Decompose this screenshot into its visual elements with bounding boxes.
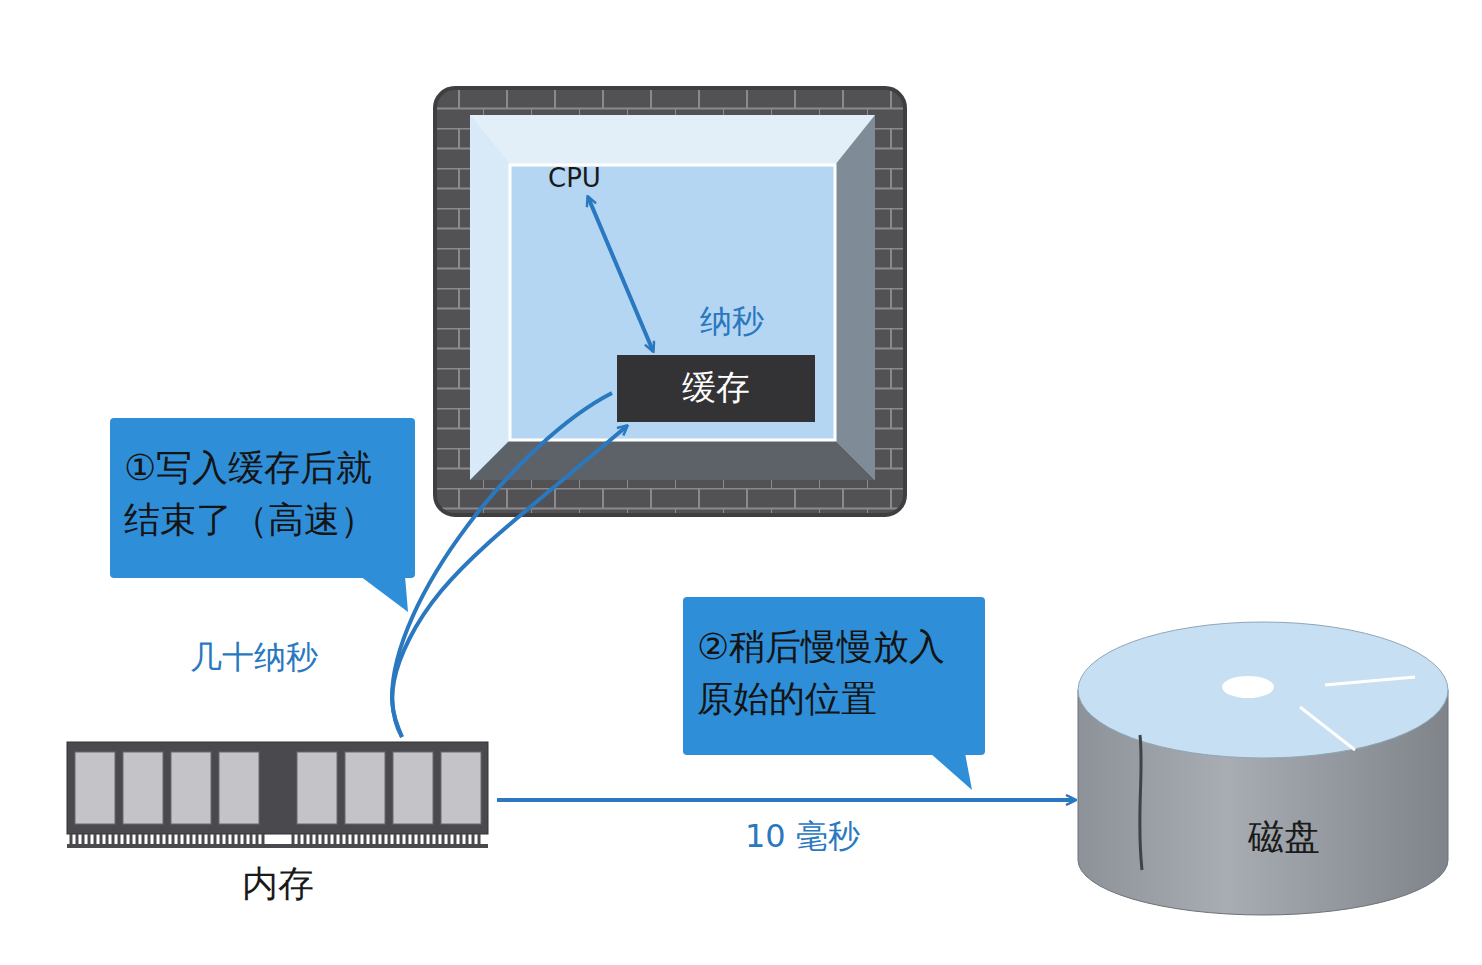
disk-top: [1078, 622, 1448, 758]
disk-text: 磁盘: [1248, 813, 1455, 862]
memory-chip: [219, 752, 259, 824]
disk: 磁盘: [1070, 615, 1455, 925]
edge-label: 10 毫秒: [745, 815, 860, 859]
callout-bubble-text: ②稍后慢慢放入原始的位置: [697, 621, 973, 725]
memory-chip: [441, 752, 481, 824]
callout-bubble: ②稍后慢慢放入原始的位置: [683, 597, 985, 755]
memory-chip: [171, 752, 211, 824]
memory-board: [67, 742, 488, 834]
memory-chip: [297, 752, 337, 824]
callout-bubble-text: ①写入缓存后就结束了（高速）: [124, 442, 403, 546]
cache-box: 缓存: [617, 355, 815, 422]
cache-box-text: 缓存: [625, 365, 807, 411]
connector-arrow: [497, 798, 1075, 802]
memory-stick: [65, 740, 490, 852]
callout-tail: [360, 576, 408, 612]
memory-chip: [123, 752, 163, 824]
disk-drawing: [1070, 615, 1455, 925]
cpu-chip: [435, 88, 905, 515]
disk-seam: [1140, 735, 1142, 870]
memory-chip: [75, 752, 115, 824]
loop-stroke: [392, 393, 612, 737]
disk-hole: [1222, 676, 1274, 698]
memory-edge: [67, 844, 488, 848]
disk-label-holder: 磁盘: [1070, 615, 1455, 862]
edge-label: 纳秒: [700, 300, 764, 344]
memory-module: 内存: [65, 740, 490, 909]
callout-tail: [930, 753, 972, 790]
edge-label: 几十纳秒: [190, 636, 318, 680]
memory-module-text: 内存: [65, 860, 490, 909]
callout-bubble: ①写入缓存后就结束了（高速）: [110, 418, 415, 578]
disk-highlight: [1300, 677, 1415, 750]
connector-arrow: [392, 426, 627, 737]
cpu-label: CPU: [548, 163, 601, 193]
memory-chip: [393, 752, 433, 824]
connector-arrow: [588, 197, 653, 351]
memory-chip: [345, 752, 385, 824]
cpu-label-text: CPU: [548, 163, 601, 193]
